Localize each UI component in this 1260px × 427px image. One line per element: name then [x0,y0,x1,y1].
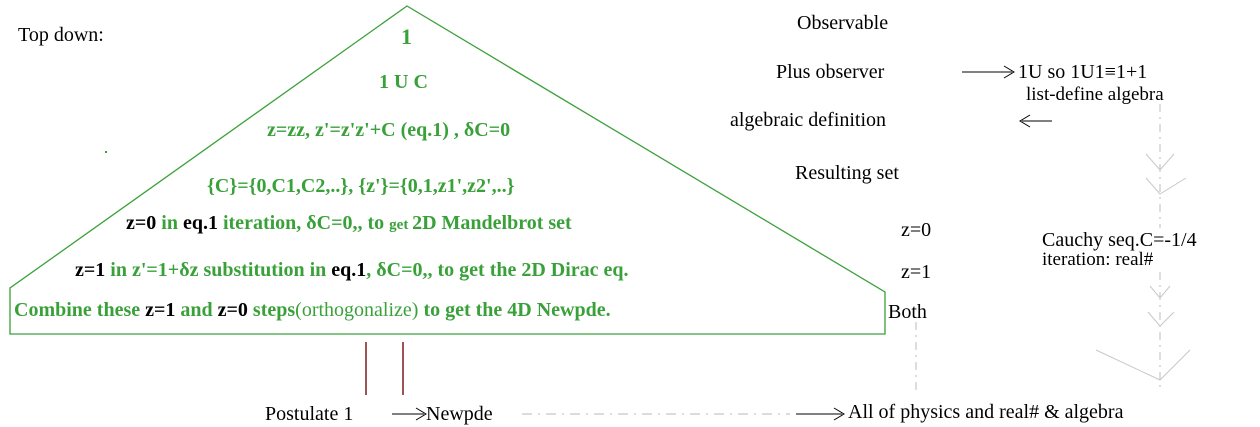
row-4-f: 2D Mandelbrot set [412,212,572,234]
resulting-set-label: Resulting set [795,162,899,184]
row-4-b: in [156,212,183,234]
chevron-4 [1147,311,1175,327]
row-4-d: iteration, δC=0,, to [217,212,390,234]
z0-label: z=0 [901,219,932,241]
postulate-label: Postulate 1 [265,403,354,425]
all-physics-label: All of physics and real# & algebra [848,401,1124,423]
apex-label: 1 [401,24,412,49]
row-4-c: eq.1 [182,212,218,234]
row-2: z=zz, z'=z'z'+C (eq.1) , δC=0 [267,119,511,141]
row-6-d: z=0 [217,299,248,321]
plus-observer-label: Plus observer [776,61,885,83]
cauchy-label: Cauchy seq.C=-1/4 [1042,229,1197,251]
iteration-label: iteration: real# [1042,249,1154,270]
arrow-physics-head [833,407,845,421]
title: Top down: [18,24,104,46]
row-4: z=0 in eq.1 iteration, δC=0,, to get 2D … [126,213,572,233]
chevron-2 [1145,177,1187,195]
observable-label: Observable [797,12,889,34]
row-4-a: z=0 [126,212,157,234]
row-6-e: steps [247,299,296,321]
arrow-observer-head [1003,65,1015,79]
chevron-3 [1149,285,1171,299]
row-5-b: in z'=1+δz substitution in [105,259,332,281]
row-6-f: (orthogonalize) [295,299,419,321]
z1-label: z=1 [901,261,932,283]
row-3: {C}={0,C1,C2,..}, {z'}={0,1,z1',z2',..} [207,175,515,197]
arrow-algebra-head [1019,114,1031,128]
row-5-a: z=1 [75,259,106,281]
row-5-c: eq.1 [331,259,367,281]
row-6-c: and [175,299,218,321]
row-1: 1 U C [379,71,428,93]
triangle-outline [9,5,886,335]
chevron-5 [1095,349,1191,381]
chevron-1 [1145,153,1175,171]
row-5-d: , δC=0,, to get the 2D Dirac eq. [366,259,629,281]
row-5: z=1 in z'=1+δz substitution in eq.1, δC=… [75,260,629,280]
row-6: Combine these z=1 and z=0 steps(orthogon… [14,300,611,320]
both-label: Both [888,301,927,323]
newpde-label: Newpde [426,403,493,425]
arrow-postulate-head [415,407,427,421]
algebraic-definition-label: algebraic definition [730,109,887,131]
row-6-a: Combine these [14,299,146,321]
row-6-g: to get the 4D Newpde. [418,299,611,321]
row-6-b: z=1 [145,299,176,321]
row-4-e: get [389,217,413,233]
list-define-label: list-define algebra [1026,84,1164,105]
union-note: 1U so 1U1≡1+1 [1018,61,1148,83]
